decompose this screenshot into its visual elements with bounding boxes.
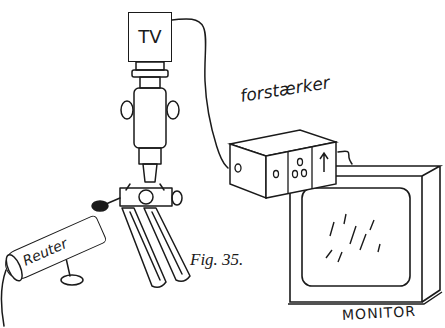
cable-socket bbox=[235, 164, 241, 172]
lamp-body: Reuter bbox=[0, 214, 107, 284]
cable bbox=[172, 19, 228, 168]
lamp-foot bbox=[61, 275, 83, 285]
monitor-front bbox=[290, 176, 422, 302]
node-label: forstærker bbox=[239, 72, 331, 106]
focus-knob bbox=[167, 101, 179, 119]
panel-knob bbox=[302, 170, 307, 177]
panel-knob bbox=[274, 171, 279, 178]
microscope-body bbox=[134, 88, 166, 148]
monitor-case bbox=[290, 166, 440, 302]
tube-coupling bbox=[140, 77, 160, 88]
base-leg bbox=[122, 208, 166, 287]
node-label: MONITOR bbox=[342, 303, 417, 323]
camera-ring bbox=[132, 70, 168, 77]
screen-image bbox=[326, 214, 380, 262]
lever-knob bbox=[92, 201, 108, 211]
monitor-screen bbox=[302, 188, 410, 286]
stage-opening bbox=[139, 190, 153, 204]
camera-box: TV bbox=[128, 12, 172, 62]
objective bbox=[143, 164, 157, 182]
amplifier-box: forstærker bbox=[228, 128, 338, 200]
panel-knob bbox=[293, 171, 298, 178]
panel-knob bbox=[298, 159, 303, 166]
nosepiece bbox=[139, 148, 161, 164]
panel-divider bbox=[288, 147, 312, 194]
figure-caption: Fig. 35. bbox=[190, 250, 243, 270]
lamp-post bbox=[66, 258, 70, 276]
node-label: TV bbox=[129, 26, 171, 47]
stage-lever bbox=[106, 198, 120, 204]
cable bbox=[338, 151, 352, 164]
leg-groove bbox=[130, 212, 182, 280]
amp-outline bbox=[228, 128, 338, 200]
stage-clip bbox=[126, 184, 164, 190]
amplifier-side bbox=[230, 144, 266, 198]
panel-arrow bbox=[320, 153, 328, 172]
monitor-base bbox=[288, 292, 442, 304]
lamp-cable bbox=[1, 270, 6, 326]
camera-neck bbox=[136, 62, 164, 70]
node-label: Reuter bbox=[20, 235, 70, 269]
focus-knob bbox=[121, 101, 133, 119]
stage-knob bbox=[172, 191, 182, 205]
